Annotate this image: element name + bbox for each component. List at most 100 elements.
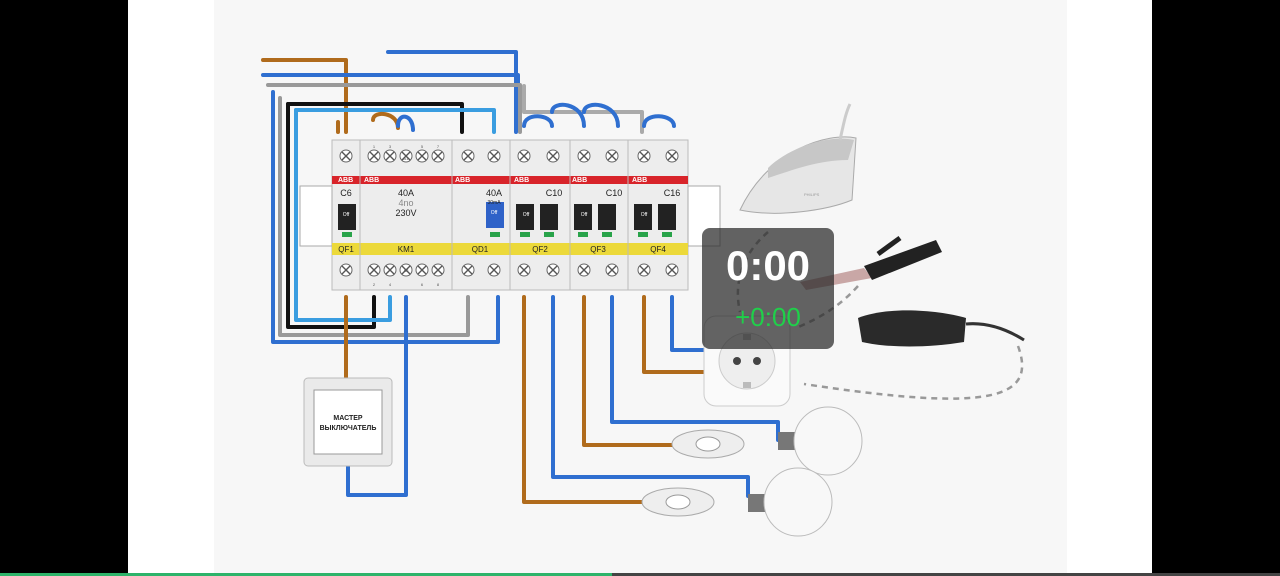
brand-label-qf4: ABB: [632, 177, 647, 184]
terminal-screw-slot-bottom-2: [385, 265, 395, 275]
qf3-rating: C10: [606, 188, 623, 198]
qf1-switch-off: Off: [343, 212, 350, 218]
km1-term-top-5: 7: [437, 144, 440, 149]
km1-contacts: 4no: [398, 198, 413, 208]
km1-term-top-1: 1: [373, 144, 376, 149]
brand-label-qd1: ABB: [455, 177, 470, 184]
terminal-screw-slot-top-5: [433, 151, 443, 161]
qf2-switch-off: Off: [523, 212, 530, 218]
terminal-screw-slot-top-11: [607, 151, 617, 161]
master-switch-label-line1: МАСТЕР: [333, 415, 363, 422]
terminal-screw-slot-bottom-7: [489, 265, 499, 275]
terminal-screw-slot-bottom-13: [667, 265, 677, 275]
terminal-screw-slot-top-1: [369, 151, 379, 161]
breaker-indicator-1: [490, 232, 500, 237]
km1-term-top-3: A1: [404, 156, 410, 161]
terminal-screw-slot-bottom-9: [548, 265, 558, 275]
terminal-screws: [339, 149, 679, 277]
breaker-indicator-2: [520, 232, 530, 237]
qf2-id: QF2: [532, 245, 548, 254]
terminal-screw-slot-top-0: [341, 151, 351, 161]
brand-label-qf1: ABB: [338, 177, 353, 184]
km1-rating: 40A: [398, 188, 414, 198]
terminal-screw-slot-top-12: [639, 151, 649, 161]
breaker-indicator-0: [342, 232, 352, 237]
km1-id: KM1: [398, 245, 415, 254]
terminal-screw-slot-bottom-4: [417, 265, 427, 275]
light-bulb-1: [778, 406, 863, 476]
breaker-indicator-7: [662, 232, 672, 237]
iron-brand-label: PHILIPS: [804, 192, 820, 197]
qf3-id: QF3: [590, 245, 606, 254]
km1-term-bottom-1: 2: [373, 282, 376, 287]
terminal-screw-slot-top-3: [401, 151, 411, 161]
din-panel: [299, 139, 721, 291]
video-progress-fill[interactable]: [0, 573, 612, 576]
breaker-toggle-5: [598, 204, 616, 230]
light-bulb-2: [748, 467, 833, 537]
qf4-id: QF4: [650, 245, 666, 254]
terminal-screw-slot-bottom-3: [401, 265, 411, 275]
video-progress-track[interactable]: [0, 573, 1280, 576]
master-switch-label-line2: ВЫКЛЮЧАТЕЛЬ: [320, 425, 377, 432]
terminal-screw-slot-bottom-1: [369, 265, 379, 275]
qd1-id: QD1: [472, 245, 489, 254]
qd1-switch-off: Off: [491, 210, 498, 216]
terminal-screw-slot-top-8: [519, 151, 529, 161]
terminal-screw-slot-bottom-10: [579, 265, 589, 275]
terminal-screw-slot-bottom-5: [433, 265, 443, 275]
breaker-toggle-3: [540, 204, 558, 230]
terminal-screw-slot-bottom-8: [519, 265, 529, 275]
km1-term-top-2: 3: [389, 144, 392, 149]
qf3-switch-off: Off: [581, 212, 588, 218]
breaker-indicator-5: [602, 232, 612, 237]
terminal-screw-slot-bottom-11: [607, 265, 617, 275]
terminal-screw-slot-top-9: [548, 151, 558, 161]
breaker-toggle-7: [658, 204, 676, 230]
terminal-screw-slot-top-4: [417, 151, 427, 161]
breaker-toggle-0: [338, 204, 356, 230]
wires: [261, 50, 780, 504]
wall-switch-1: [671, 429, 745, 459]
terminal-screw-slot-bottom-0: [341, 265, 351, 275]
qf1-id: QF1: [338, 245, 354, 254]
hair-straightener-image: [858, 310, 1025, 347]
km1-term-bottom-2: 4: [389, 282, 392, 287]
wall-switch-2: [641, 487, 715, 517]
breaker-toggle-1: [486, 202, 504, 228]
km1-term-bottom-4: 6: [421, 282, 424, 287]
breaker-indicator-3: [544, 232, 554, 237]
qf4-switch-off: Off: [641, 212, 648, 218]
timer-delta: +0:00: [735, 302, 801, 332]
breaker-indicator-6: [638, 232, 648, 237]
breaker-toggle-2: [516, 204, 534, 230]
km1-term-bottom-5: 8: [437, 282, 440, 287]
km1-term-bottom-3: A2: [404, 268, 410, 273]
brand-label-qf2: ABB: [514, 177, 529, 184]
brand-label-km1: ABB: [364, 177, 379, 184]
km1-term-top-4: 5: [421, 144, 424, 149]
breaker-toggle-6: [634, 204, 652, 230]
diagram-labels: ABB ABB ABB ABB ABB ABB C6 40A 4no 230V …: [320, 144, 820, 432]
qf1-rating: C6: [340, 188, 352, 198]
timer-overlay: 0:00 +0:00: [702, 228, 834, 349]
iron-image: [739, 103, 857, 214]
terminal-screw-slot-top-13: [667, 151, 677, 161]
terminal-screw-slot-top-6: [463, 151, 473, 161]
km1-voltage: 230V: [395, 208, 416, 218]
qf4-rating: C16: [664, 188, 681, 198]
brand-label-qf3: ABB: [572, 177, 587, 184]
qd1-sensitivity: 30mA: [487, 200, 501, 206]
video-frame[interactable]: ABB ABB ABB ABB ABB ABB C6 40A 4no 230V …: [128, 0, 1152, 576]
terminal-screw-slot-bottom-12: [639, 265, 649, 275]
qf2-rating: C10: [546, 188, 563, 198]
breaker-toggles: [338, 202, 676, 237]
breaker-toggle-4: [574, 204, 592, 230]
terminal-screw-slot-top-2: [385, 151, 395, 161]
terminal-screw-slot-top-10: [579, 151, 589, 161]
breaker-indicator-4: [578, 232, 588, 237]
terminal-screw-slot-top-7: [489, 151, 499, 161]
terminal-screw-slot-bottom-6: [463, 265, 473, 275]
qd1-rating: 40A: [486, 188, 502, 198]
timer-display: 0:00: [725, 242, 811, 289]
